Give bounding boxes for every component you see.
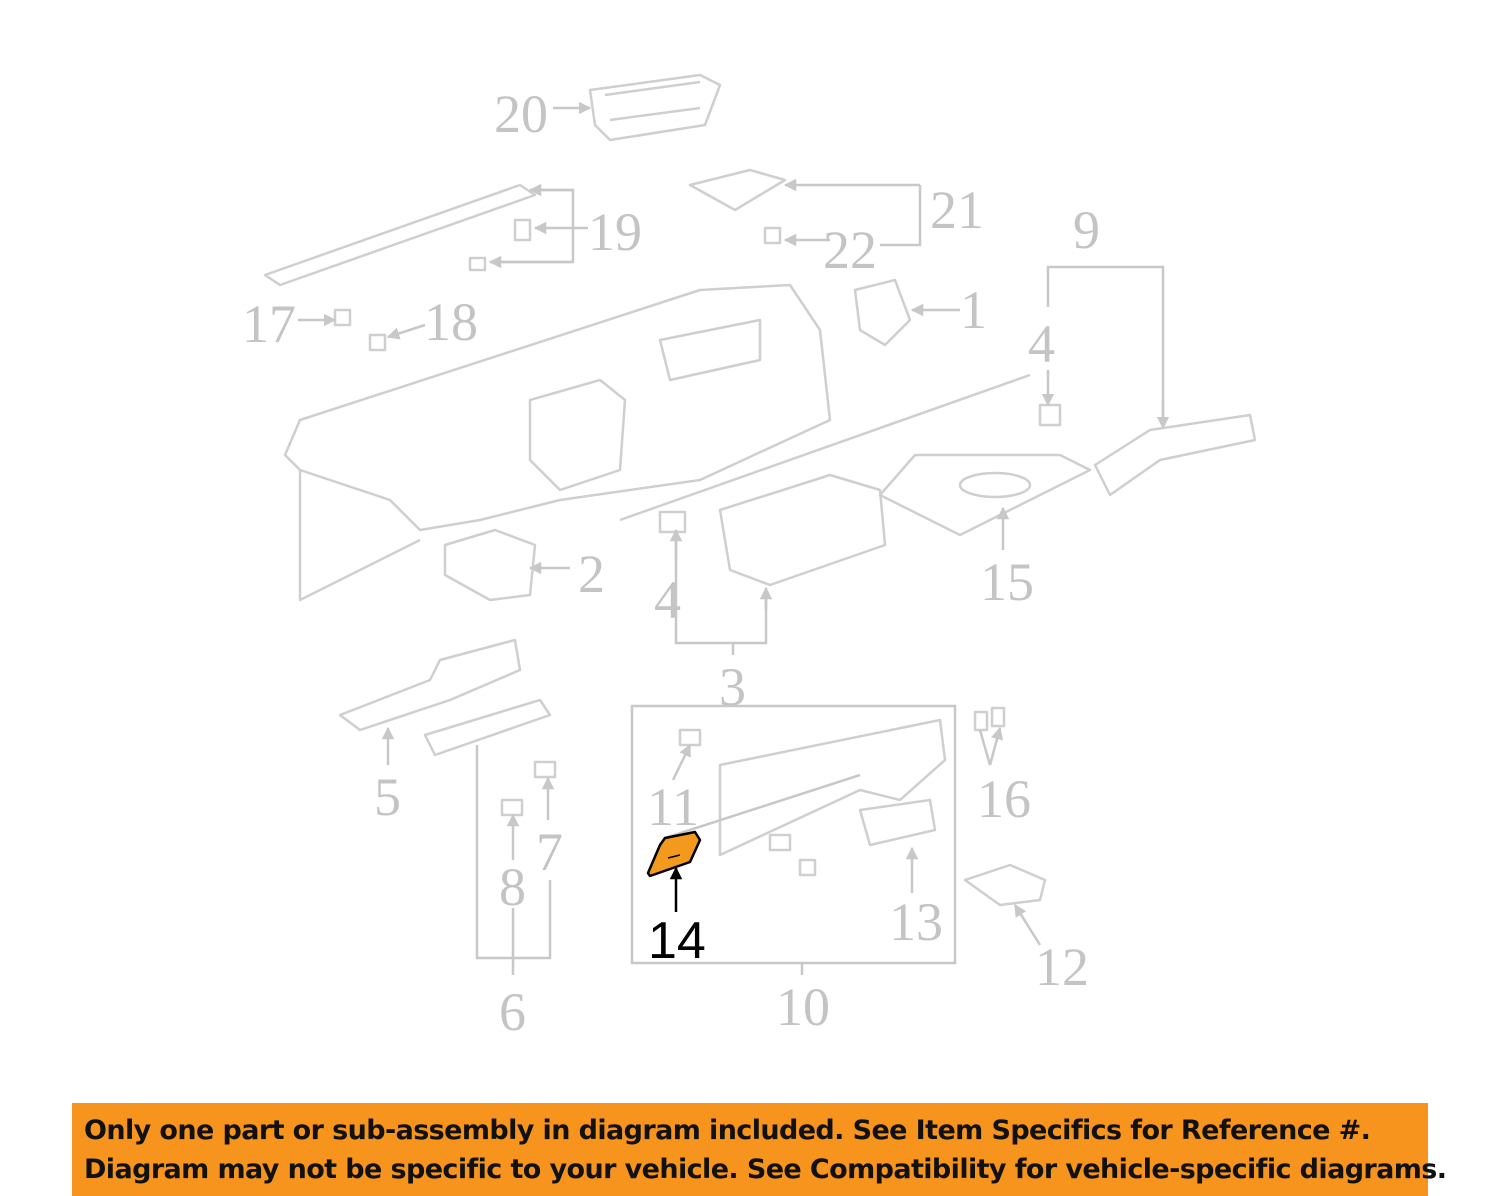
callout-14-highlighted: 14 xyxy=(648,912,706,970)
callout-16: 16 xyxy=(977,769,1031,829)
callout-18: 18 xyxy=(424,292,478,352)
dashboard xyxy=(283,283,832,602)
part-3-center-bezel xyxy=(658,473,887,587)
callout-21: 21 xyxy=(930,180,984,240)
parts-diagram: 20 19 21 22 9 17 18 1 4 2 4 15 3 5 11 16… xyxy=(242,73,1257,1042)
disclaimer-line-1: Only one part or sub-assembly in diagram… xyxy=(84,1115,1371,1146)
callout-15: 15 xyxy=(980,552,1034,612)
leader-lines xyxy=(298,101,1170,975)
callout-12: 12 xyxy=(1035,937,1089,997)
callout-labels: 20 19 21 22 9 17 18 1 4 2 4 15 3 5 11 16… xyxy=(242,84,1100,1042)
callout-13: 13 xyxy=(889,892,943,952)
part-5-brace xyxy=(338,638,522,732)
part-2-vent xyxy=(443,528,537,602)
callout-4-center: 4 xyxy=(654,570,681,630)
callout-6: 6 xyxy=(499,982,526,1042)
callout-11: 11 xyxy=(647,777,699,837)
callout-8: 8 xyxy=(499,857,526,917)
callout-1: 1 xyxy=(960,280,987,340)
part-6-brace xyxy=(423,698,557,817)
part-12-pocket xyxy=(963,863,1047,907)
callout-10: 10 xyxy=(776,977,830,1037)
part-21-cover xyxy=(688,168,787,245)
callout-5: 5 xyxy=(374,767,401,827)
callout-3: 3 xyxy=(719,657,746,717)
part-16-clips xyxy=(973,706,1006,732)
part-15-tray xyxy=(878,453,1092,537)
callout-2: 2 xyxy=(578,544,605,604)
part-14-highlighted xyxy=(646,830,702,878)
part-20-airbag xyxy=(588,73,722,142)
callout-19: 19 xyxy=(588,202,642,262)
callout-4-right: 4 xyxy=(1028,314,1055,374)
part-9-duct xyxy=(619,373,1257,522)
disclaimer-line-2: Diagram may not be specific to your vehi… xyxy=(84,1154,1447,1185)
callout-20: 20 xyxy=(494,84,548,144)
disclaimer-banner: Only one part or sub-assembly in diagram… xyxy=(72,1103,1447,1196)
callout-7: 7 xyxy=(536,822,563,882)
part-10-lower-panel xyxy=(664,718,947,877)
callout-9: 9 xyxy=(1073,200,1100,260)
part-19-defroster-panel xyxy=(263,183,537,287)
callout-22: 22 xyxy=(823,220,877,280)
part-1-vent xyxy=(853,278,912,347)
callout-17: 17 xyxy=(242,294,296,354)
